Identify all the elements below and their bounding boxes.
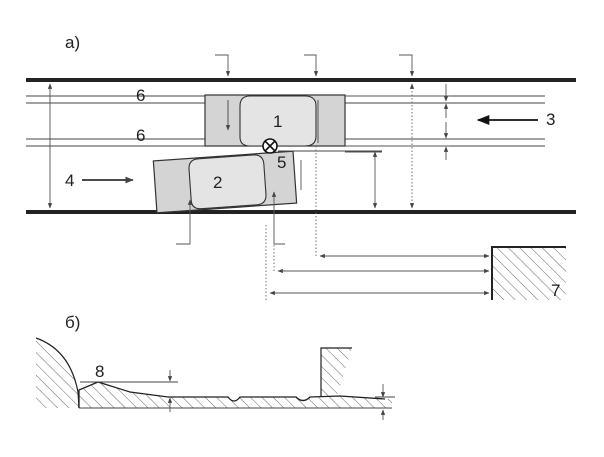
collision-point-symbol xyxy=(262,138,278,154)
section-a-label: а) xyxy=(65,33,80,52)
top-dimension-markers xyxy=(215,54,415,209)
road-edge-top xyxy=(26,78,576,82)
direction-4-label: 4 xyxy=(65,171,74,190)
lane-dimension-chain xyxy=(345,84,450,209)
left-embankment xyxy=(35,337,80,409)
direction-3-label: 3 xyxy=(546,110,555,129)
vehicle-2-label: 2 xyxy=(213,173,222,192)
vehicle-1 xyxy=(204,94,346,147)
lane-line-upper-label: 6 xyxy=(136,86,145,105)
bottom-dimension-markers xyxy=(176,160,302,245)
roadside-object xyxy=(491,246,566,300)
roadside-object-label: 7 xyxy=(551,281,560,300)
road-cross-section xyxy=(78,381,392,409)
vehicle-1-label: 1 xyxy=(273,112,282,131)
curb-label: 8 xyxy=(95,362,104,381)
right-wall xyxy=(320,347,352,396)
collision-point-label: 5 xyxy=(277,153,286,172)
thickness-dimension xyxy=(375,384,395,420)
road-edge-bottom xyxy=(26,210,576,214)
vehicle-2 xyxy=(152,150,298,214)
distance-dimensions xyxy=(265,146,490,302)
lane-line-lower-label: 6 xyxy=(136,126,145,145)
section-b-label: б) xyxy=(65,313,80,332)
